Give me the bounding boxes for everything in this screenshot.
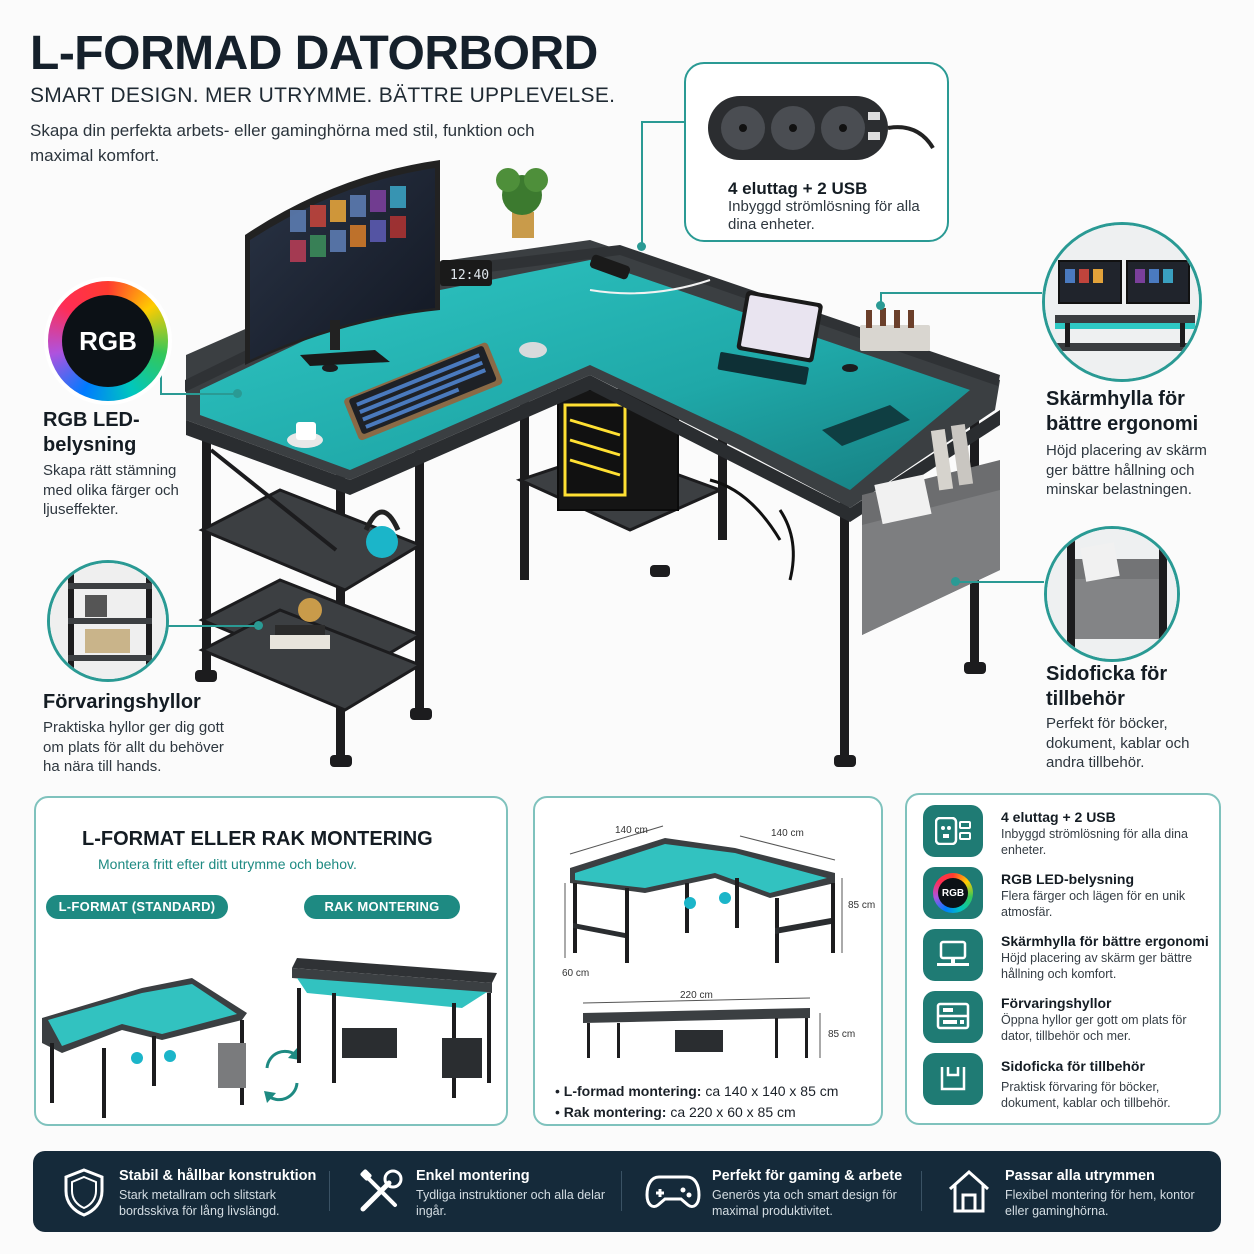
bullet-straight-mount: • Rak montering: ca 220 x 60 x 85 cm xyxy=(555,1104,796,1120)
dot-monitor xyxy=(876,301,885,310)
dot-shelves xyxy=(254,621,263,630)
pocket-desc: Perfekt för böcker, dokument, kablar och… xyxy=(1046,715,1190,771)
dot-rgb xyxy=(233,389,242,398)
home-icon xyxy=(948,1169,990,1213)
rgb-badge-text: RGB xyxy=(62,295,154,387)
dim-l-width-b: 140 cm xyxy=(771,828,804,839)
monitor-desc: Höjd placering av skärm ger bättre hålln… xyxy=(1046,442,1207,498)
mounting-title: L-FORMAT ELLER RAK MONTERING xyxy=(82,828,433,850)
dim-l-width-a: 140 cm xyxy=(615,825,648,836)
dot-power xyxy=(637,242,646,251)
pocket-thumb xyxy=(1044,526,1180,662)
monitor-icon xyxy=(923,929,983,981)
feature-rgb: RGB xyxy=(923,867,983,919)
power-title: 4 eluttag + 2 USB xyxy=(728,179,868,198)
swap-arrows-icon xyxy=(264,1048,300,1103)
footer-stable-desc: Stark metallram och slitstark bordsskiva… xyxy=(119,1188,280,1218)
side-pocket-photo-icon xyxy=(1047,529,1177,659)
footer-gaming-title: Perfekt för gaming & arbete xyxy=(712,1168,903,1184)
pocket-icon xyxy=(923,1053,983,1105)
footer-assembly-desc: Tydliga instruktioner och alla delar ing… xyxy=(416,1188,605,1218)
monitor-shelf-photo-icon xyxy=(1045,225,1199,379)
monitor-thumb xyxy=(1042,222,1202,382)
leader-power xyxy=(641,121,643,246)
feature-monitor-desc: Höjd placering av skärm ger bättre hålln… xyxy=(1001,951,1193,981)
feature-power-desc: Inbyggd strömlösning för alla dina enhet… xyxy=(1001,827,1188,857)
callout-power: 4 eluttag + 2 USB Inbyggd strömlösning f… xyxy=(684,62,949,242)
dimensions-panel: 140 cm 140 cm 85 cm 60 cm 220 cm 85 cm •… xyxy=(533,796,883,1126)
plant xyxy=(496,168,548,238)
pill-l-format: L-FORMAT (STANDARD) xyxy=(46,895,228,919)
shelves-photo-icon xyxy=(50,563,166,679)
left-storage-shelves xyxy=(198,448,424,712)
feature-storage-desc: Öppna hyllor ger gott om plats för dator… xyxy=(1001,1013,1187,1043)
mounting-subtitle: Montera fritt efter ditt utrymme och beh… xyxy=(98,856,357,872)
pocket-title: Sidoficka för tillbehör xyxy=(1046,663,1168,710)
leader-shelves xyxy=(168,625,258,627)
feature-pocket-desc: Praktisk förvaring för böcker, dokument,… xyxy=(1001,1080,1171,1110)
straight-desk-mini xyxy=(292,958,497,1098)
dim-straight-width: 220 cm xyxy=(680,990,713,1001)
features-panel: 4 eluttag + 2 USB Inbyggd strömlösning f… xyxy=(905,793,1221,1125)
bullet-l-mount: • L-formad montering: ca 140 x 140 x 85 … xyxy=(555,1083,839,1099)
footer-assembly-title: Enkel montering xyxy=(416,1168,530,1184)
monitor xyxy=(245,160,440,366)
dim-l-depth: 60 cm xyxy=(562,968,590,979)
mounting-illustrations xyxy=(42,958,497,1118)
shield-icon xyxy=(64,1168,104,1217)
power-strip-icon xyxy=(708,96,935,160)
keyboard xyxy=(344,342,503,441)
dimensions-drawing xyxy=(564,825,843,1058)
feature-monitor-title: Skärmhylla för bättre ergonomi xyxy=(1001,933,1209,949)
footer-gaming-desc: Generös yta och smart design för maximal… xyxy=(712,1188,897,1218)
tablet xyxy=(717,290,823,385)
feature-pocket-title: Sidoficka för tillbehör xyxy=(1001,1058,1145,1074)
pc-tower xyxy=(515,389,782,541)
feature-storage xyxy=(923,991,983,1043)
footer-bar: Stabil & hållbar konstruktion Stark meta… xyxy=(33,1151,1221,1232)
dot-pocket xyxy=(951,577,960,586)
desk-illustration: 12:40 xyxy=(185,160,1000,767)
tools-icon xyxy=(360,1169,403,1212)
feature-storage-title: Förvaringshyllor xyxy=(1001,995,1112,1011)
dimensions-bullets: • L-formad montering: ca 140 x 140 x 85 … xyxy=(555,1081,838,1123)
storage-icon xyxy=(923,991,983,1043)
feature-monitor xyxy=(923,929,983,981)
dim-straight-height: 85 cm xyxy=(828,1029,856,1040)
leader-monitor xyxy=(880,292,1042,294)
shelves-thumb xyxy=(47,560,169,682)
rgb-title: RGB LED-belysning xyxy=(43,409,140,456)
pill-straight: RAK MONTERING xyxy=(304,895,460,919)
l-desk-mini xyxy=(42,978,247,1118)
page-subtitle: SMART DESIGN. MER UTRYMME. BÄTTRE UPPLEV… xyxy=(30,84,616,107)
shelves-desc: Praktiska hyllor ger dig gott om plats f… xyxy=(43,719,224,775)
dim-l-height: 85 cm xyxy=(848,900,876,911)
rgb-desc: Skapa rätt stämning med olika färger och… xyxy=(43,462,179,518)
footer-stable-title: Stabil & hållbar konstruktion xyxy=(119,1168,317,1184)
rgb-icon-text: RGB xyxy=(938,878,968,908)
power-desc: Inbyggd strömlösning för alla dina enhet… xyxy=(728,198,920,233)
feature-pocket xyxy=(923,1053,983,1105)
feature-rgb-title: RGB LED-belysning xyxy=(1001,871,1135,887)
rgb-badge: RGB xyxy=(44,277,172,405)
feature-rgb-desc: Flera färger och lägen för en unik atmos… xyxy=(1001,889,1186,919)
rgb-icon: RGB xyxy=(923,867,983,919)
side-pocket xyxy=(862,424,1000,635)
gamepad-icon xyxy=(645,1175,701,1209)
clock-display: 12:40 xyxy=(450,268,489,283)
footer-spaces-desc: Flexibel montering för hem, kontor eller… xyxy=(1005,1188,1195,1218)
page-title: L-FORMAD DATORBORD xyxy=(30,27,598,80)
mounting-panel: L-FORMAT ELLER RAK MONTERING Montera fri… xyxy=(34,796,508,1126)
clock xyxy=(440,260,492,286)
intro-text: Skapa din perfekta arbets- eller gamingh… xyxy=(30,121,535,165)
feature-power xyxy=(923,805,983,857)
power-outlet-icon xyxy=(923,805,983,857)
monitor-title: Skärmhylla för bättre ergonomi xyxy=(1046,388,1199,435)
shelves-title: Förvaringshyllor xyxy=(43,691,201,713)
feature-power-title: 4 eluttag + 2 USB xyxy=(1001,809,1116,825)
leader-pocket xyxy=(958,581,1044,583)
footer-spaces-title: Passar alla utrymmen xyxy=(1005,1168,1155,1184)
